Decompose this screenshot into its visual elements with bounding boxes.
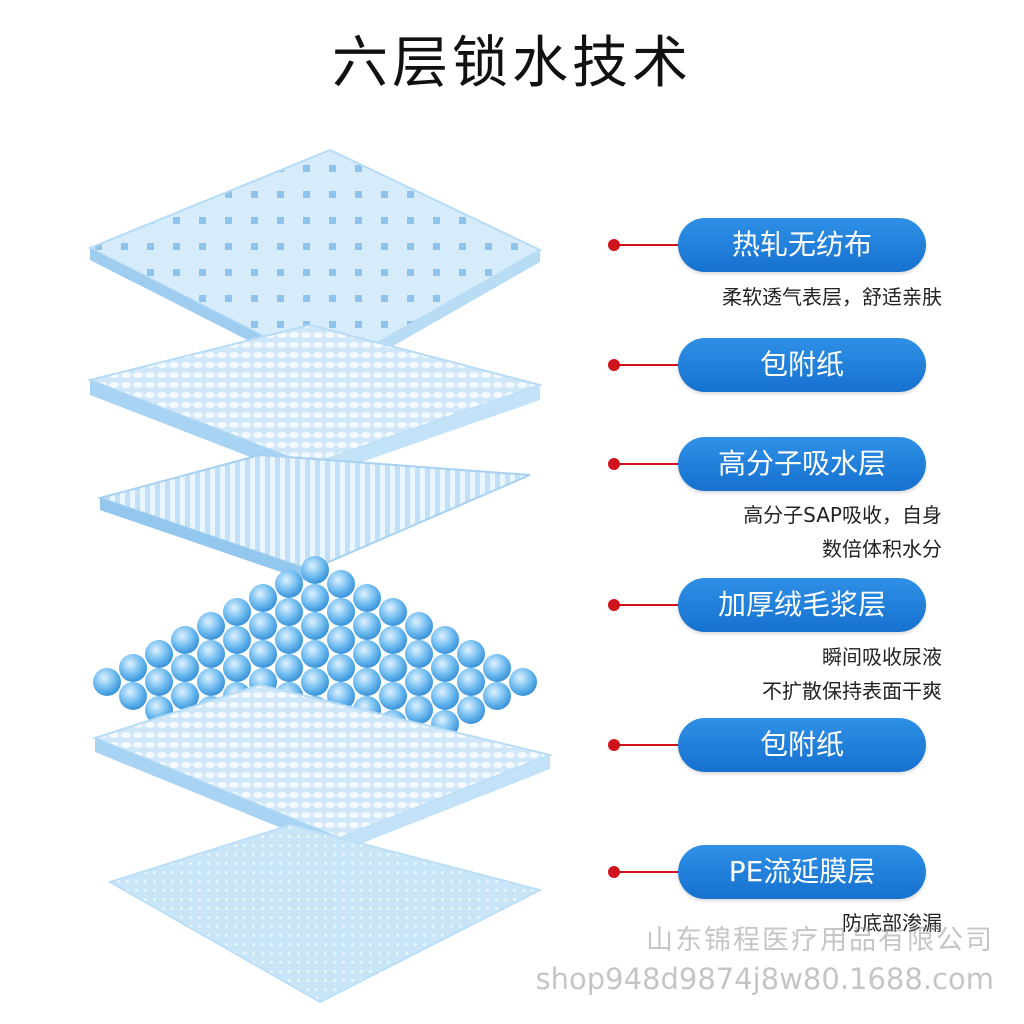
pulp-bead xyxy=(171,654,199,682)
pulp-bead xyxy=(379,682,407,710)
pulp-bead xyxy=(405,696,433,724)
desc-line: 高分子SAP吸收，自身 xyxy=(743,503,942,527)
pulp-bead xyxy=(431,682,459,710)
pulp-bead xyxy=(327,598,355,626)
marker-dot xyxy=(608,599,620,611)
pulp-bead xyxy=(93,668,121,696)
layer-label: 包附纸 xyxy=(678,718,926,772)
callout-layer-3: 高分子吸水层 xyxy=(600,437,1020,497)
marker-line xyxy=(618,364,680,366)
desc-line: 瞬间吸收尿液 xyxy=(822,645,942,669)
pulp-bead xyxy=(379,654,407,682)
layer-label: 包附纸 xyxy=(678,338,926,392)
marker-line xyxy=(618,871,680,873)
pulp-bead xyxy=(327,654,355,682)
callout-layer-6: PE流延膜层 xyxy=(600,845,1020,905)
desc-line: 不扩散保持表面干爽 xyxy=(762,679,942,703)
pulp-bead xyxy=(353,640,381,668)
pulp-bead xyxy=(431,626,459,654)
pulp-bead xyxy=(249,640,277,668)
callout-layer-2: 包附纸 xyxy=(600,338,1020,398)
pulp-bead xyxy=(275,626,303,654)
layer-label: 加厚绒毛浆层 xyxy=(678,578,926,632)
pulp-bead xyxy=(327,626,355,654)
layer-desc: 高分子SAP吸收，自身 数倍体积水分 xyxy=(600,498,1020,566)
marker-dot xyxy=(608,866,620,878)
pulp-bead xyxy=(457,640,485,668)
pulp-bead xyxy=(301,584,329,612)
layer-desc: 柔软透气表层，舒适亲肤 xyxy=(600,280,1020,314)
desc-line: 防底部渗漏 xyxy=(842,911,942,935)
pulp-bead xyxy=(301,668,329,696)
pulp-bead xyxy=(301,640,329,668)
pulp-bead xyxy=(509,668,537,696)
pulp-bead xyxy=(483,682,511,710)
pulp-bead xyxy=(197,612,225,640)
pulp-bead xyxy=(249,612,277,640)
callout-layer-5: 包附纸 xyxy=(600,718,1020,778)
pulp-bead xyxy=(223,626,251,654)
pulp-bead xyxy=(223,654,251,682)
pulp-bead xyxy=(275,598,303,626)
pulp-bead xyxy=(249,584,277,612)
pulp-bead xyxy=(405,668,433,696)
pulp-bead xyxy=(379,598,407,626)
pulp-bead xyxy=(145,668,173,696)
callout-layer-4: 加厚绒毛浆层 xyxy=(600,578,1020,638)
pulp-bead xyxy=(405,640,433,668)
pulp-bead xyxy=(353,612,381,640)
layer-label: PE流延膜层 xyxy=(678,845,926,899)
marker-line xyxy=(618,244,680,246)
watermark-company: 山东锦程医疗用品有限公司 xyxy=(646,925,994,956)
layer-label: 高分子吸水层 xyxy=(678,437,926,491)
pulp-bead xyxy=(353,584,381,612)
layer-5-wrap-paper xyxy=(92,683,554,852)
marker-dot xyxy=(608,359,620,371)
layer-6-pe-film xyxy=(107,823,543,1004)
pulp-bead xyxy=(275,654,303,682)
marker-line xyxy=(618,463,680,465)
pulp-bead xyxy=(197,640,225,668)
pulp-bead xyxy=(301,612,329,640)
layer-desc: 防底部渗漏 xyxy=(600,906,1020,940)
pulp-bead xyxy=(483,654,511,682)
pulp-bead xyxy=(457,668,485,696)
marker-line xyxy=(618,604,680,606)
layer-illustration xyxy=(86,148,554,1004)
pulp-bead xyxy=(119,654,147,682)
page-title: 六层锁水技术 xyxy=(332,31,692,96)
pulp-bead xyxy=(353,668,381,696)
pulp-bead xyxy=(145,640,173,668)
pulp-bead xyxy=(301,556,329,584)
marker-dot xyxy=(608,739,620,751)
pulp-bead xyxy=(223,598,251,626)
pulp-bead xyxy=(405,612,433,640)
pulp-bead xyxy=(379,626,407,654)
watermark-url: shop948d9874j8w80.1688.com xyxy=(535,962,994,996)
marker-dot xyxy=(608,458,620,470)
pulp-bead xyxy=(171,682,199,710)
marker-line xyxy=(618,744,680,746)
layer-3-sap xyxy=(96,453,531,582)
callout-layer-1: 热轧无纺布 xyxy=(600,218,1020,278)
desc-line: 数倍体积水分 xyxy=(822,537,942,561)
layer-2-wrap-paper xyxy=(86,323,544,480)
marker-dot xyxy=(608,239,620,251)
layer-desc: 瞬间吸收尿液 不扩散保持表面干爽 xyxy=(600,640,1020,708)
pulp-bead xyxy=(119,682,147,710)
pulp-bead xyxy=(327,570,355,598)
pulp-bead xyxy=(197,668,225,696)
pulp-bead xyxy=(457,696,485,724)
desc-line: 柔软透气表层，舒适亲肤 xyxy=(722,285,942,309)
layer-label: 热轧无纺布 xyxy=(678,218,926,272)
pulp-bead xyxy=(171,626,199,654)
pulp-bead xyxy=(431,654,459,682)
pulp-bead xyxy=(275,570,303,598)
